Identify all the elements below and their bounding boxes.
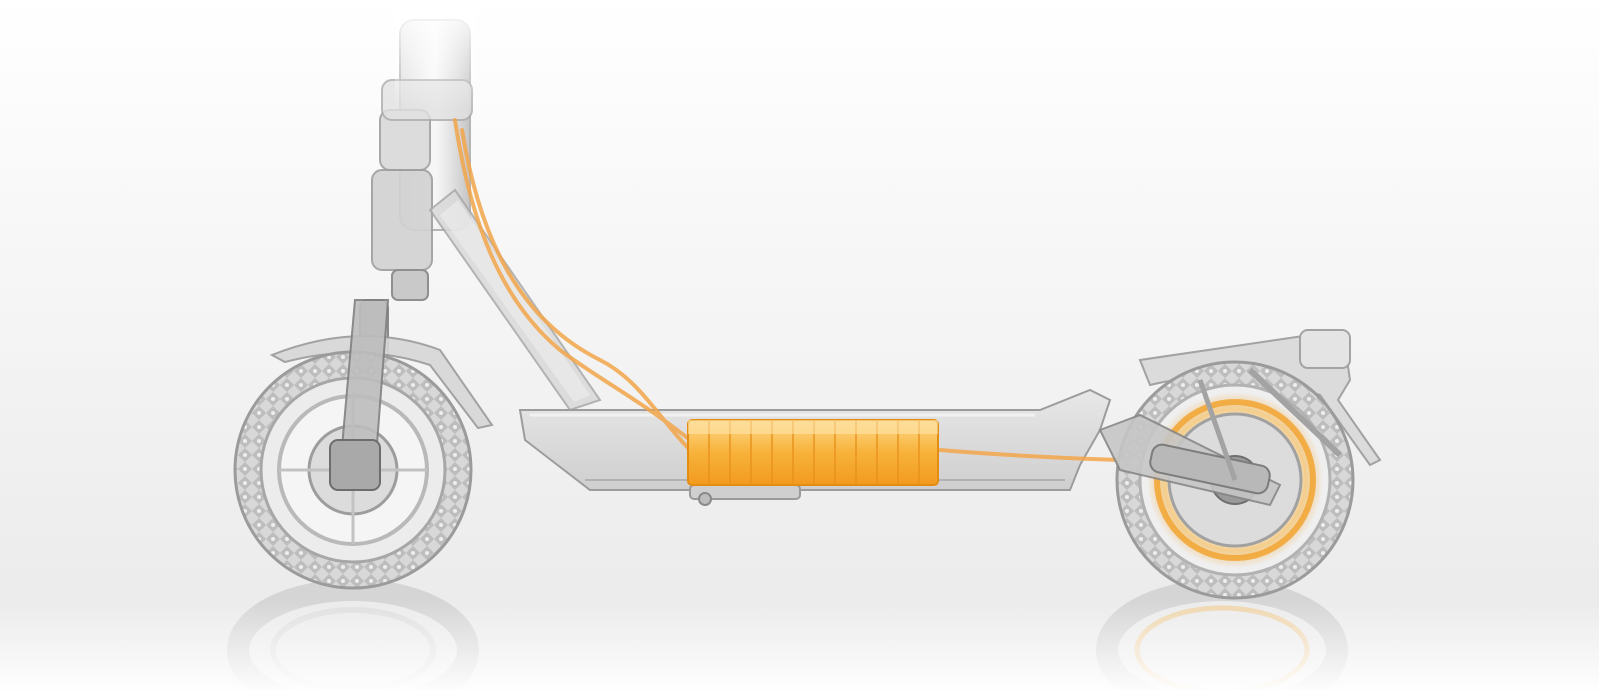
- rear-suspension: [1098, 367, 1343, 507]
- battery-icon: [687, 419, 939, 486]
- front-fork: [329, 299, 390, 491]
